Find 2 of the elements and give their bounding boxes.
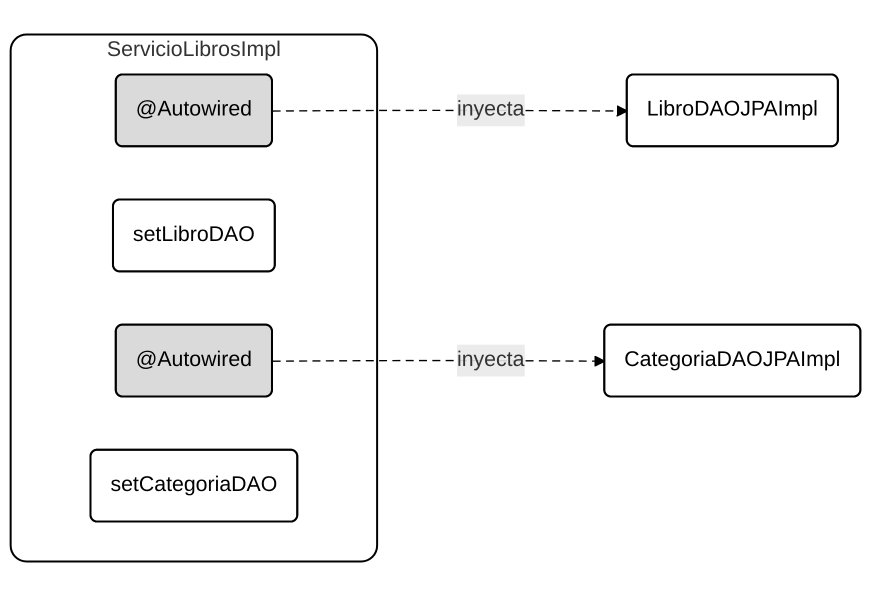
edge-label: inyecta (456, 348, 524, 372)
edge-label: inyecta (456, 98, 524, 122)
